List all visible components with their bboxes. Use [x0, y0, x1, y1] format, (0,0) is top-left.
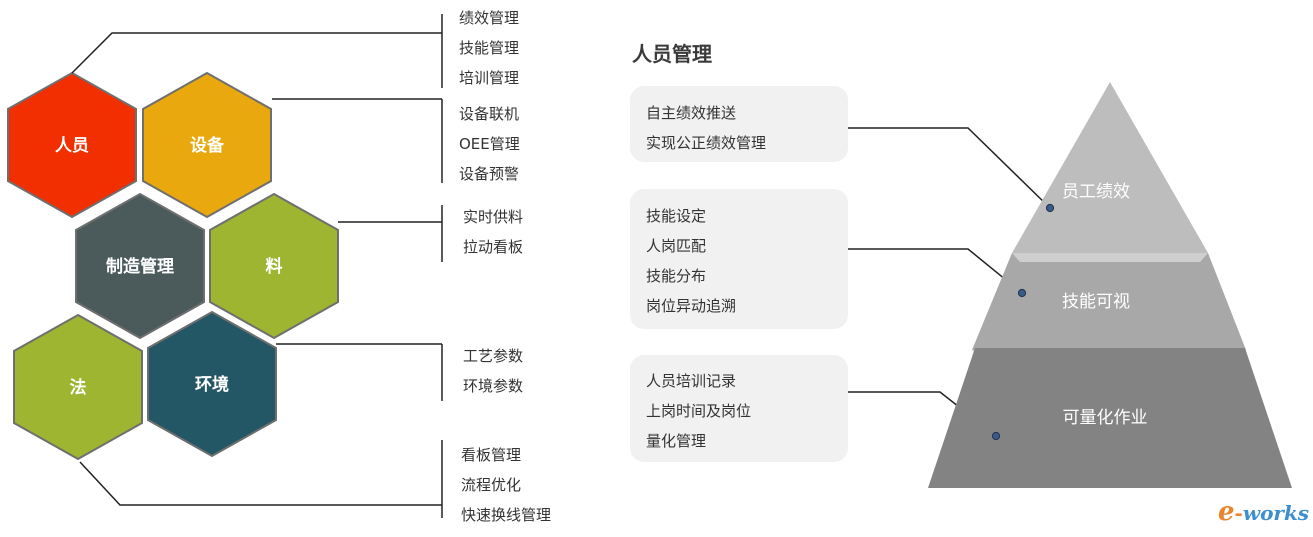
callout-box-performance: 自主绩效推送实现公正绩效管理: [630, 86, 848, 162]
hexagon-manufacturing: 制造管理: [75, 192, 205, 340]
connector-dot-middle: [1017, 288, 1027, 298]
list-item: OEE管理: [459, 135, 520, 153]
list-item: 设备预警: [459, 165, 520, 183]
hexagon-method: 法: [13, 313, 143, 461]
callout-line: 技能设定: [646, 207, 707, 225]
list-item: 技能管理: [459, 39, 520, 57]
connector-skills: [846, 248, 1023, 294]
callout-line: 技能分布: [646, 267, 707, 285]
callout-line: 上岗时间及岗位: [646, 402, 752, 420]
list-item: 看板管理: [461, 446, 522, 464]
hexagon-label-environment: 环境: [195, 374, 229, 395]
hexagon-people: 人员: [7, 71, 137, 219]
pyramid-tier-bottom: 可量化作业: [928, 348, 1292, 488]
callout-line: 自主绩效推送: [646, 104, 737, 122]
eworks-logo: e-works: [1218, 497, 1310, 527]
pyramid-label-bottom: 可量化作业: [1063, 408, 1148, 428]
list-item: 快速换线管理: [461, 506, 552, 524]
pyramid-tier-middle: 技能可视: [972, 253, 1246, 350]
list-item: 实时供料: [463, 208, 524, 226]
list-item: 环境参数: [463, 377, 524, 395]
callout-line: 实现公正绩效管理: [646, 134, 767, 152]
hexagon-label-manufacturing: 制造管理: [106, 256, 174, 277]
connector-people: [71, 32, 442, 74]
list-item: 工艺参数: [463, 347, 524, 365]
list-item: 流程优化: [461, 476, 522, 494]
pyramid-label-middle: 技能可视: [1062, 292, 1130, 312]
hexagon-label-method: 法: [70, 377, 87, 398]
pyramid-label-top: 员工绩效: [1062, 182, 1130, 202]
connector-performance: [846, 127, 1051, 209]
hexagon-label-material: 料: [266, 256, 283, 277]
hexagon-label-people: 人员: [55, 136, 89, 156]
callout-line: 人员培训记录: [646, 372, 737, 390]
list-item: 培训管理: [459, 69, 520, 87]
list-item: 设备联机: [459, 105, 520, 123]
callout-box-skills: 技能设定人岗匹配技能分布岗位异动追溯: [630, 189, 848, 329]
callout-line: 量化管理: [646, 432, 707, 450]
hexagon-label-equipment: 设备: [190, 135, 225, 156]
page-title: 人员管理: [632, 42, 712, 66]
hexagon-equipment: 设备: [142, 71, 272, 219]
connector-dot-top: [1045, 203, 1055, 213]
callout-line: 人岗匹配: [646, 237, 707, 255]
list-item: 绩效管理: [459, 9, 520, 27]
list-item: 拉动看板: [463, 238, 524, 256]
hexagon-environment: 环境: [147, 310, 277, 458]
pyramid-tier-top: 员工绩效: [1012, 82, 1208, 253]
pyramid-shadow-top: [1012, 253, 1208, 262]
connector-dot-bottom: [991, 431, 1001, 441]
callout-box-training: 人员培训记录上岗时间及岗位量化管理: [630, 355, 848, 462]
hexagon-material: 料: [209, 192, 339, 340]
callout-line: 岗位异动追溯: [646, 297, 737, 315]
connector-method: [79, 461, 442, 506]
